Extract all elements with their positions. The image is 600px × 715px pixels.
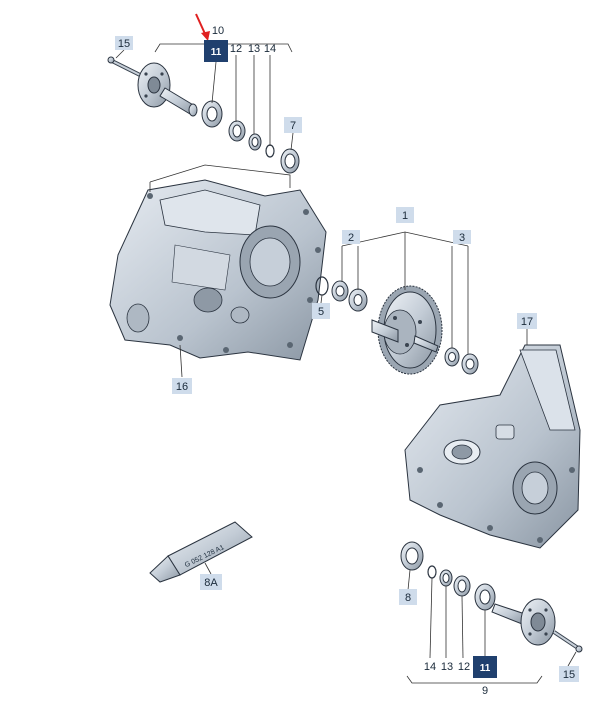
label-11-bottom-highlight: 11	[473, 656, 497, 678]
label-15-bottom: 15	[559, 666, 579, 682]
seal-8	[400, 541, 424, 571]
svg-text:3: 3	[459, 232, 465, 244]
label-12-bottom: 12	[458, 661, 470, 673]
bolt-top	[107, 56, 143, 78]
label-5: 5	[312, 303, 330, 319]
label-14-bottom: 14	[424, 661, 436, 673]
label-9: 9	[482, 685, 488, 697]
svg-text:14: 14	[264, 43, 276, 55]
gearbox-housing-right	[404, 344, 581, 549]
label-11-top-highlight: 11	[204, 40, 228, 62]
svg-text:14: 14	[424, 661, 436, 673]
bolt-bottom	[552, 630, 583, 653]
seal-7	[280, 148, 300, 174]
svg-text:5: 5	[318, 306, 324, 318]
bearing-top	[201, 100, 223, 128]
bearing-race-2	[331, 280, 368, 312]
svg-text:12: 12	[230, 43, 242, 55]
svg-text:2: 2	[348, 232, 354, 244]
svg-text:15: 15	[563, 669, 575, 681]
svg-text:17: 17	[521, 316, 533, 328]
label-15-top: 15	[115, 36, 133, 50]
bearing-bottom	[474, 583, 496, 611]
label-8A: 8A	[200, 574, 222, 590]
label-3: 3	[453, 230, 471, 244]
label-14-top: 14	[264, 43, 276, 55]
svg-text:1: 1	[402, 210, 408, 222]
svg-text:13: 13	[441, 661, 453, 673]
circlip-14-bottom	[427, 565, 437, 579]
label-13-top: 13	[248, 43, 260, 55]
flange-shaft-bottom	[491, 598, 556, 646]
label-2: 2	[342, 230, 360, 244]
svg-text:11: 11	[480, 663, 491, 674]
label-12-top: 12	[230, 43, 242, 55]
differential-gear	[371, 285, 443, 375]
flange-shaft-top	[137, 62, 198, 117]
ring-12-bottom	[453, 575, 471, 597]
svg-text:10: 10	[212, 25, 224, 37]
svg-text:9: 9	[482, 685, 488, 697]
label-1: 1	[396, 207, 414, 223]
label-10: 10	[212, 25, 224, 37]
label-7: 7	[284, 117, 302, 133]
sealant-tube: G 052 128 A1	[149, 521, 253, 583]
svg-text:15: 15	[118, 38, 130, 50]
svg-text:8A: 8A	[204, 577, 218, 589]
svg-text:8: 8	[405, 592, 411, 604]
label-17: 17	[517, 313, 537, 329]
pointer-arrow-icon	[195, 13, 210, 41]
label-13-bottom: 13	[441, 661, 453, 673]
circlip-14-top	[265, 144, 275, 158]
svg-text:12: 12	[458, 661, 470, 673]
gearbox-housing-left	[109, 179, 327, 361]
ring-12-top	[228, 120, 246, 142]
svg-text:7: 7	[290, 120, 296, 132]
ring-13-top	[248, 133, 262, 151]
svg-text:13: 13	[248, 43, 260, 55]
ring-13-bottom	[439, 569, 453, 587]
label-8: 8	[399, 589, 417, 605]
svg-text:11: 11	[211, 47, 222, 58]
svg-text:16: 16	[176, 381, 188, 393]
label-16: 16	[172, 378, 192, 394]
bearing-race-3	[444, 347, 479, 375]
